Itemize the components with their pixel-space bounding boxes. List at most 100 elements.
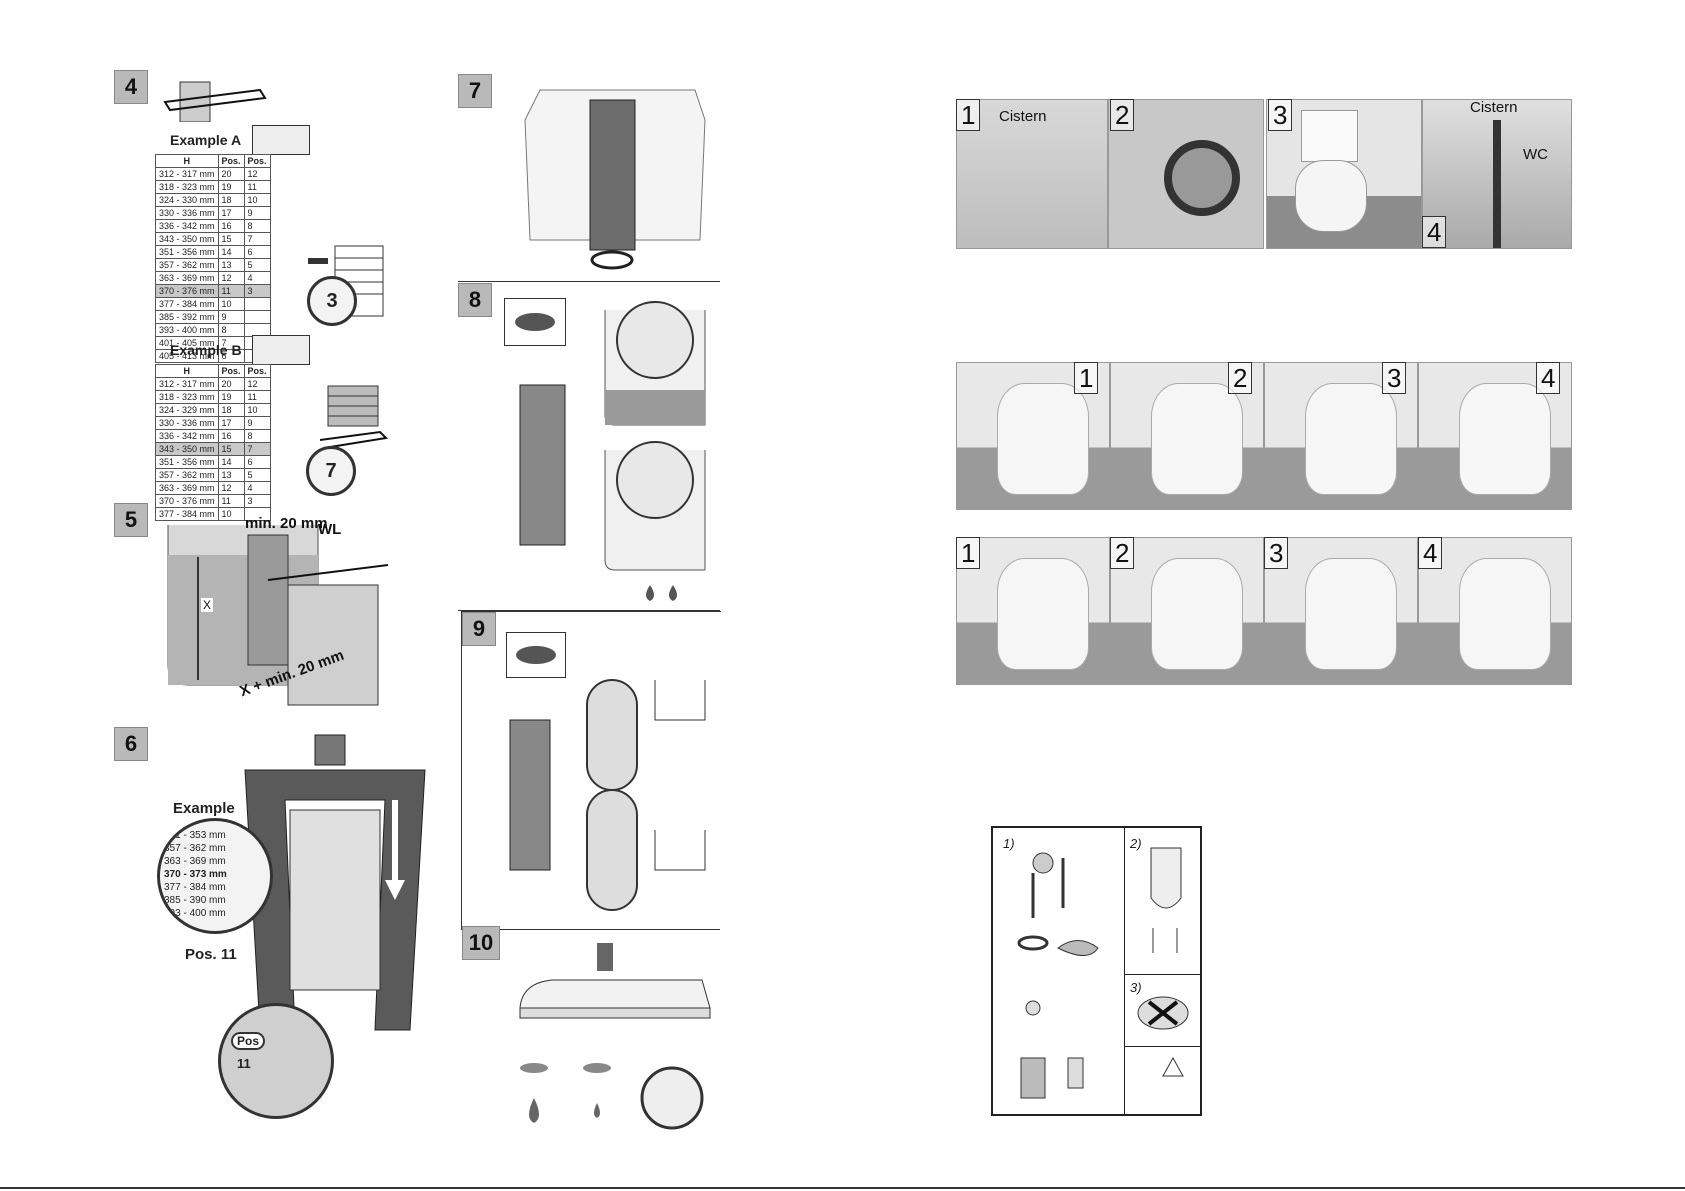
table-cell: 6 [243,245,271,259]
seat-attach-diagram [1150,847,1182,953]
table-cell: 8 [243,219,271,233]
table-cell: 7 [243,442,271,456]
table-cell: 343 - 350 mm [155,442,219,456]
table-cell: 336 - 342 mm [155,219,219,233]
table-cell: 312 - 317 mm [155,377,219,391]
table-cell: 8 [217,323,245,337]
table-cell: 17 [217,416,245,430]
table-cell: 363 - 369 mm [155,271,219,285]
page-bottom-rule [0,1187,1685,1189]
example-list-item: 377 - 384 mm [164,882,226,893]
table-cell: 5 [243,258,271,272]
table-cell: 5 [243,468,271,482]
table-cell: 10 [243,193,271,207]
seat-instructions-box: 1) 2) 3) [991,826,1202,1116]
install-photo-number: 3 [1264,537,1289,569]
table-cell: 10 [243,403,271,417]
table-cell: 330 - 336 mm [155,416,219,430]
table-cell: 13 [217,258,245,272]
table-cell: 11 [243,390,271,404]
step-9-flush-adjust-diagram [509,679,706,911]
table-cell: 3 [243,284,271,298]
install-photo-3 [1264,362,1418,510]
example-b-callout: 7 [306,446,356,496]
table-header-cell: H [155,154,219,168]
table-cell: 324 - 329 mm [155,403,219,417]
table-cell: 8 [243,429,271,443]
table-cell: 4 [243,271,271,285]
table-cell: 15 [217,442,245,456]
table-cell: 4 [243,481,271,495]
example-b-icon-box [252,335,310,365]
photo4-number: 4 [1422,216,1447,248]
table-cell: 405 - 413 mm [155,349,219,363]
label-water-level: WL [318,521,342,538]
table-cell: 351 - 356 mm [155,245,219,259]
table-cell: 14 [217,245,245,259]
table-cell: 351 - 356 mm [155,455,219,469]
table-header-cell: Pos. [217,154,245,168]
photo4-label-cistern: Cistern [1470,99,1518,116]
example-label: Example [173,800,235,817]
table-cell: 12 [243,167,271,181]
step-8-drain-valve-diagram [519,301,706,601]
step-10-number: 10 [462,926,500,960]
table-header-cell: Pos. [243,364,271,378]
step-6-number: 6 [114,727,148,761]
table-cell: 9 [243,416,271,430]
table-cell [243,297,271,311]
table-header-cell: H [155,364,219,378]
table-cell: 9 [243,206,271,220]
table-cell: 19 [217,180,245,194]
table-cell: 20 [217,377,245,391]
pos-badge: Pos [231,1032,266,1050]
table-cell: 15 [217,232,245,246]
table-cell [243,507,271,521]
photo2-number: 2 [1110,99,1135,131]
table-cell: 16 [217,429,245,443]
step-9-frame [461,611,721,930]
step-8-number: 8 [458,283,492,317]
install-photo-number: 1 [1074,362,1099,394]
pos-detail-magnifier: Pos 11 [218,1003,334,1119]
step-8-button-icon [504,298,566,346]
install-photo-2 [1110,537,1264,685]
table-cell [243,310,271,324]
table-cell: 20 [217,167,245,181]
table-cell: 324 - 330 mm [155,193,219,207]
seat-step-1: 1) [1003,836,1015,851]
fill-valve-illustration [244,734,426,1031]
step-4-number: 4 [114,70,148,104]
photo3-number: 3 [1268,99,1293,131]
label-min-20mm: min. 20 mm [245,515,328,532]
float-valve-illustration [163,81,267,122]
example-list-item: 351 - 353 mm [164,830,226,841]
photo-cistern-wc-bolt [1422,99,1572,249]
install-photo-4 [1418,362,1572,510]
table-cell: 393 - 400 mm [155,323,219,337]
table-cell: 18 [217,193,245,207]
install-photo-number: 4 [1536,362,1561,394]
table-cell: 19 [217,390,245,404]
table-cell: 370 - 376 mm [155,494,219,508]
